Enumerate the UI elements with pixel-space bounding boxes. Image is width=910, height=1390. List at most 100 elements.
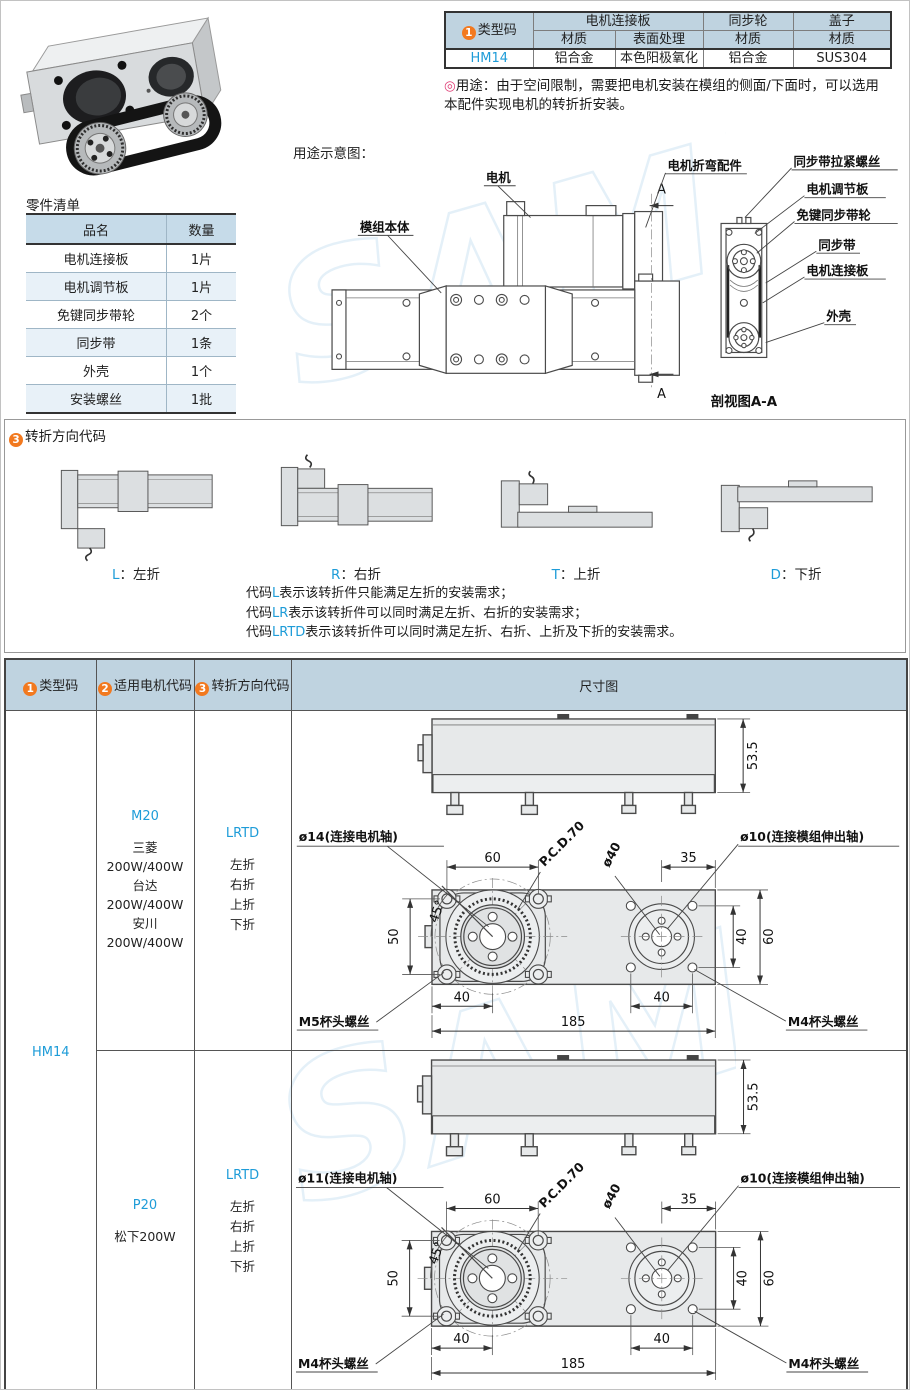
output-hub — [620, 895, 702, 978]
aluminum-block — [20, 16, 222, 145]
direction-code-cell: LRTD 左折 右折 上折 下折 — [193, 710, 292, 1051]
spec-value-plate-material: 铝合金 — [532, 48, 616, 69]
motor-list: 三菱200W/400W 台达200W/400W 安川200W/400W — [106, 840, 184, 950]
dim-angle: 45° — [426, 1240, 448, 1267]
output-hub — [620, 1237, 703, 1320]
bend-accessory-drawing — [634, 210, 680, 383]
spec-value-cover-material: SUS304 — [792, 48, 892, 69]
spec-header-motor-plate: 电机连接板 — [532, 11, 704, 31]
note-line: 代码LRTD表示该转折件可以同时满足左折、右折、上折及下折的安装需求。 — [246, 625, 683, 640]
label-motor-shaft: ø14(连接电机轴) — [298, 829, 397, 844]
section-view-drawing: 剖视图A-A — [711, 216, 778, 410]
direction-diagram-down — [720, 480, 873, 542]
dim-top-right: 35 — [680, 1193, 696, 1208]
note-line1: 用途：由于空间限制，需要把电机安装在模组的侧面/下面时，可以选用 — [455, 78, 879, 94]
part-name: 电机连接板 — [26, 243, 167, 273]
belt-and-pulleys — [66, 92, 222, 176]
caption-down-fold: D：下折 — [770, 567, 822, 583]
motor-code: P20 — [132, 1198, 158, 1213]
part-qty: 1片 — [166, 243, 236, 273]
caption-right-fold: R：右折 — [331, 567, 381, 583]
dim-pcd: P.C.D.70 — [535, 818, 587, 870]
label-module-body: 模组本体 — [360, 219, 410, 234]
module-body-drawing — [331, 285, 636, 375]
note-line: 代码LR表示该转折件可以同时满足左折、右折的安装需求； — [246, 605, 588, 621]
dimension-cell-p20: 53.5 — [290, 1050, 908, 1389]
dim-overall: 185 — [560, 1015, 585, 1030]
dim-bottom-right: 40 — [653, 990, 669, 1005]
badge-3: 3 — [9, 433, 23, 447]
spec-header-cover: 盖子 — [792, 11, 892, 31]
note-line: 代码L表示该转折件只能满足左折的安装需求； — [246, 586, 514, 601]
part-qty: 1个 — [166, 356, 236, 385]
parts-header-row: 品名 数量 — [26, 214, 236, 245]
dim-angle: 45° — [426, 898, 448, 925]
dim-top-right: 35 — [680, 851, 696, 866]
label-motor: 电机 — [486, 170, 511, 185]
part-name: 电机调节板 — [26, 272, 167, 301]
label-belt-screw: 同步带拉紧螺丝 — [794, 154, 881, 169]
direction-list: 左折 右折 上折 下折 — [229, 1198, 255, 1274]
label-module-shaft: ø10(连接模组伸出轴) — [740, 1171, 864, 1186]
dim-left: 50 — [387, 928, 402, 944]
part-name: 外壳 — [26, 356, 167, 385]
label-belt: 同步带 — [818, 237, 856, 252]
note-line2: 本配件实现电机的转折折安装。 — [444, 97, 633, 113]
callout-labels: 电机 模组本体 电机折弯配件 同步带拉紧螺丝 电机调节板 免键同步带轮 同步带 … — [357, 154, 898, 343]
dim-bottom-right: 40 — [653, 1332, 669, 1347]
motor-drawing — [503, 201, 636, 290]
parts-header-qty: 数量 — [166, 214, 236, 245]
dimension-diagram-m20: 53.5 — [296, 713, 899, 1039]
label-connect-plate: 电机连接板 — [806, 263, 869, 278]
header-dimension: 尺寸图 — [290, 658, 908, 711]
label-screw-right: M4杯头螺丝 — [788, 1356, 859, 1371]
usage-diagram-title: 用途示意图： — [293, 146, 374, 162]
label-screw-left: M5杯头螺丝 — [298, 1014, 369, 1029]
label-screw-left: M4杯头螺丝 — [297, 1356, 368, 1371]
label-motor-shaft: ø11(连接电机轴) — [297, 1171, 396, 1186]
table-row-p20: P20 松下200W LRTD 左折 右折 上折 下折 — [5, 1050, 908, 1389]
dim-side-height: 53.5 — [746, 741, 761, 770]
label-adjust-plate: 电机调节板 — [806, 182, 869, 197]
direction-code-cell: LRTD 左折 右折 上折 下折 — [193, 1050, 292, 1389]
spec-header-sync-wheel: 同步轮 — [702, 11, 794, 31]
part-name: 安装螺丝 — [26, 384, 167, 413]
product-photo — [20, 16, 222, 176]
label-bend-part: 电机折弯配件 — [667, 158, 742, 173]
dim-right-outer: 60 — [762, 1270, 777, 1286]
spec-value-plate-surface: 本色阳极氧化 — [614, 48, 704, 69]
motor-code-cell: P20 松下200W — [95, 1050, 195, 1389]
part-name: 免键同步带轮 — [26, 300, 167, 329]
part-name: 同步带 — [26, 328, 167, 357]
direction-code-section — [4, 419, 906, 653]
dimension-diagram-p20: 53.5 — [295, 1055, 900, 1380]
dim-top-left: 60 — [484, 1193, 500, 1208]
direction-code: LRTD — [225, 1167, 260, 1183]
direction-diagram-left — [60, 469, 213, 562]
side-view: 53.5 — [416, 1055, 761, 1157]
direction-diagram-right — [280, 454, 433, 527]
direction-notes: 代码L表示该转折件只能满足左折的安装需求； 代码LR表示该转折件可以同时满足左折… — [246, 584, 682, 643]
usage-diagram: A A 剖视图A-A 电 — [331, 154, 898, 410]
part-qty: 1批 — [166, 384, 236, 413]
direction-diagram-top — [500, 470, 653, 528]
part-qty: 1片 — [166, 272, 236, 301]
motor-code-cell: M20 三菱200W/400W 台达200W/400W 安川200W/400W — [95, 710, 195, 1051]
usage-note: ◎用途：由于空间限制，需要把电机安装在模组的侧面/下面时，可以选用 本配件实现电… — [444, 77, 906, 115]
spec-value-code: HM14 — [444, 48, 534, 69]
section-a-top: A — [657, 183, 666, 198]
spec-subheader-material: 材质 — [792, 30, 892, 50]
